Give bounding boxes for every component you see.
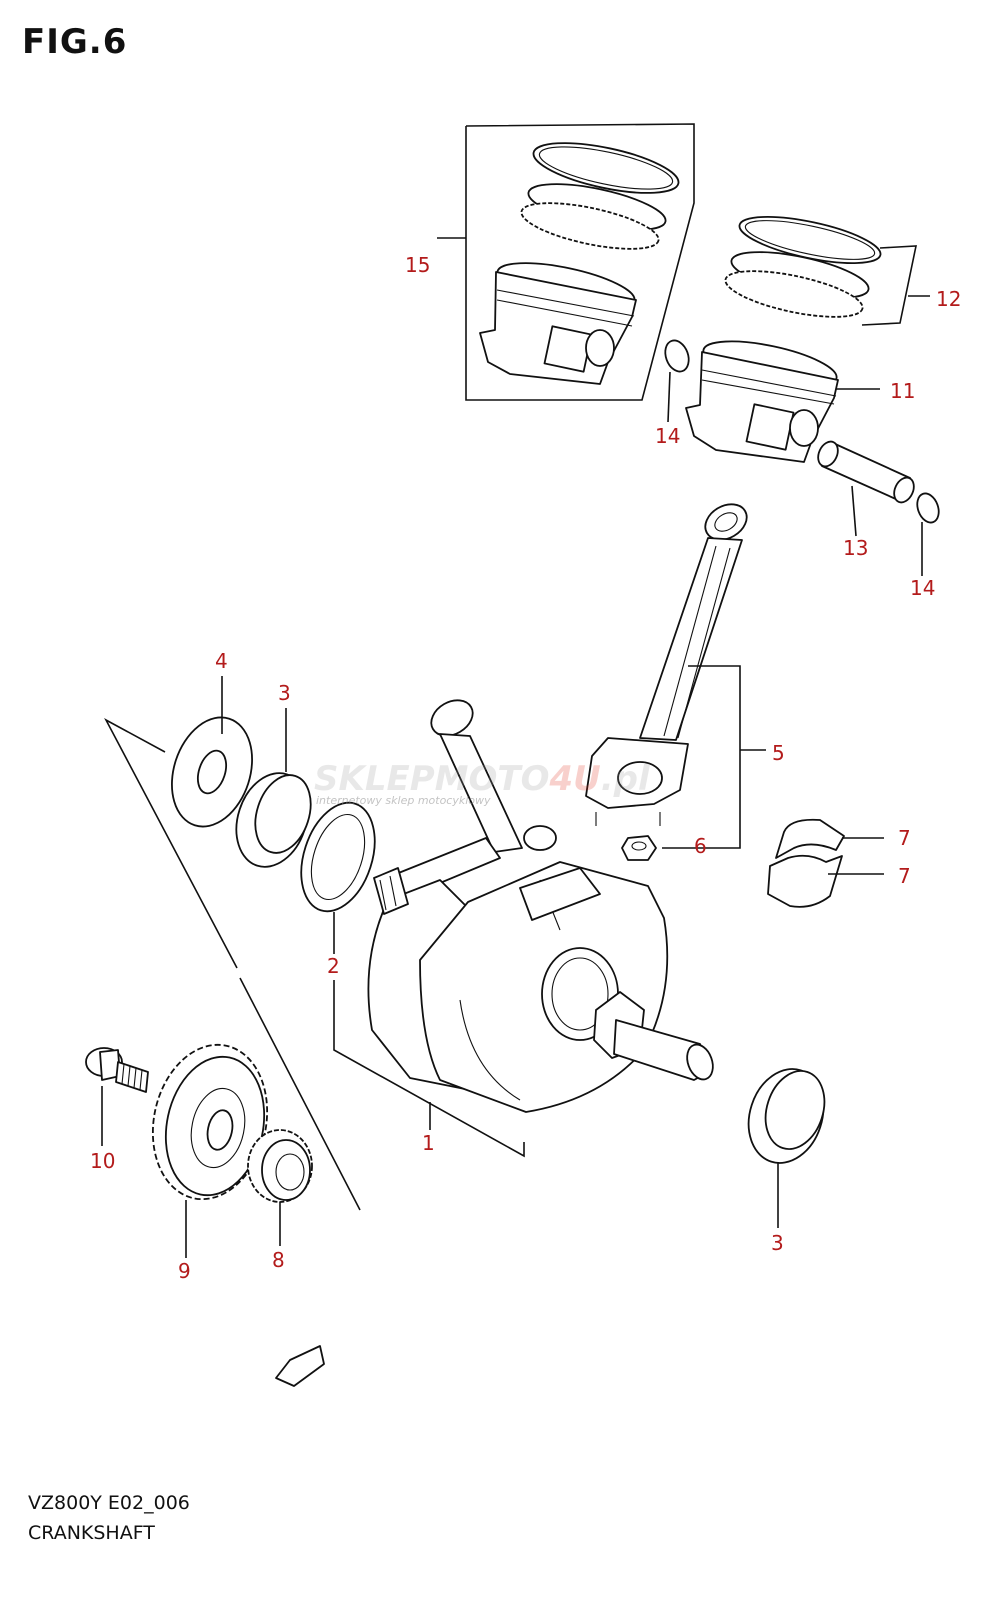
watermark-logo: SKLEPMOTO4U.pl internetowy sklep motocyk… bbox=[314, 759, 651, 807]
forward-direction-badge: FWD bbox=[275, 1345, 325, 1387]
model-code: VZ800Y E02_006 bbox=[28, 1492, 190, 1514]
conrod-nut bbox=[621, 835, 657, 861]
connecting-rod bbox=[585, 503, 748, 826]
gear-bolt bbox=[85, 1047, 149, 1093]
callout-11: 11 bbox=[890, 379, 915, 403]
callout-7-lower: 7 bbox=[898, 864, 911, 888]
callout-15: 15 bbox=[405, 253, 430, 277]
thrust-washer bbox=[171, 716, 253, 828]
callout-6: 6 bbox=[694, 834, 707, 858]
callout-10: 10 bbox=[90, 1149, 115, 1173]
piston bbox=[685, 340, 839, 463]
conrod-bearings bbox=[767, 818, 845, 908]
callout-2: 2 bbox=[327, 954, 340, 978]
svg-text:internetowy sklep motocyklowy: internetowy sklep motocyklowy bbox=[316, 794, 491, 807]
callout-13: 13 bbox=[843, 536, 868, 560]
callout-5: 5 bbox=[772, 741, 785, 765]
main-bearing-left bbox=[235, 772, 312, 868]
callout-3-upper: 3 bbox=[278, 681, 291, 705]
callout-12: 12 bbox=[936, 287, 961, 311]
callout-14-left: 14 bbox=[655, 424, 680, 448]
figure-title: FIG.6 bbox=[22, 22, 128, 62]
piston-pin bbox=[817, 440, 915, 504]
callout-14-right: 14 bbox=[910, 576, 935, 600]
callout-9: 9 bbox=[178, 1259, 191, 1283]
callout-3-lower: 3 bbox=[771, 1231, 784, 1255]
callout-1: 1 bbox=[422, 1131, 435, 1155]
primary-drive-gear bbox=[151, 1043, 269, 1201]
callout-4: 4 bbox=[215, 649, 228, 673]
spline-gear bbox=[247, 1129, 313, 1203]
piston-set-assembly bbox=[465, 123, 695, 401]
callout-7-upper: 7 bbox=[898, 826, 911, 850]
piston-pin-circlips bbox=[664, 339, 940, 524]
main-bearing-right bbox=[747, 1068, 826, 1164]
thrust-shim bbox=[300, 801, 376, 913]
callout-8: 8 bbox=[272, 1248, 285, 1272]
svg-text:SKLEPMOTO4U.pl: SKLEPMOTO4U.pl bbox=[314, 759, 651, 799]
section-name: CRANKSHAFT bbox=[28, 1522, 155, 1544]
crankshaft bbox=[367, 699, 714, 1113]
piston-rings bbox=[724, 215, 882, 318]
